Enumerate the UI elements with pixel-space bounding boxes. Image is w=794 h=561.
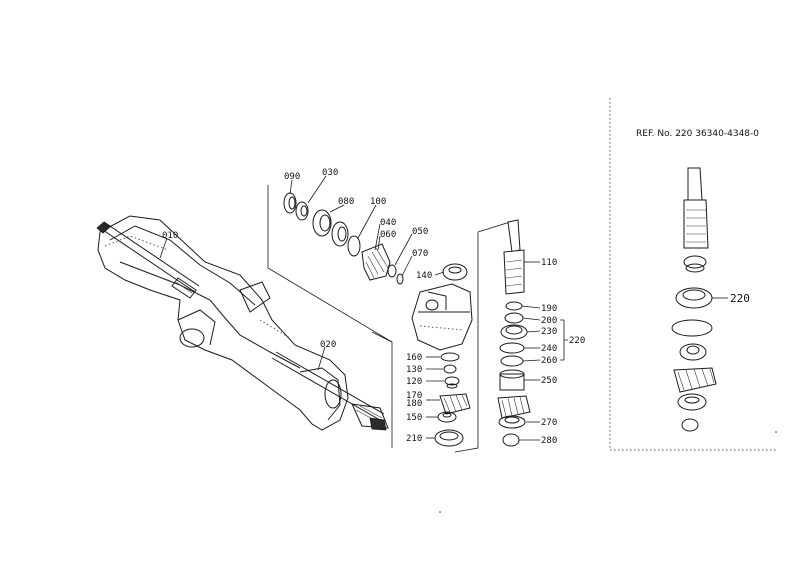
label-270: 270 <box>541 418 557 428</box>
label-010: 010 <box>162 231 178 241</box>
washer-060 <box>387 264 404 285</box>
label-260: 260 <box>541 356 557 366</box>
label-160: 160 <box>406 353 422 363</box>
label-060: 060 <box>380 230 396 240</box>
label-230: 230 <box>541 327 557 337</box>
group-bracket-center <box>454 221 511 453</box>
gear-case <box>411 283 473 351</box>
lower-stack <box>434 352 471 447</box>
label-070: 070 <box>412 249 428 259</box>
axle-shaft-020 <box>271 351 389 431</box>
label-250: 250 <box>541 376 557 386</box>
snap-ring-100 <box>347 235 361 257</box>
label-240: 240 <box>541 344 557 354</box>
label-100: 100 <box>370 197 386 207</box>
label-210: 210 <box>406 434 422 444</box>
label-080: 080 <box>338 197 354 207</box>
label-280: 280 <box>541 436 557 446</box>
axle-housing <box>97 215 349 431</box>
bevel-pinion-040 <box>361 243 391 281</box>
label-110: 110 <box>541 258 557 268</box>
label-120: 120 <box>406 377 422 387</box>
bearing-080 <box>312 209 349 247</box>
reference-panel-border <box>609 98 778 451</box>
label-030: 030 <box>322 168 338 178</box>
label-150: 150 <box>406 413 422 423</box>
label-200: 200 <box>541 316 557 326</box>
reference-assembly <box>671 167 717 432</box>
label-170: 170 <box>406 391 422 401</box>
speck <box>775 431 777 433</box>
label-180: 180 <box>406 399 422 409</box>
axle-shaft-010 <box>96 221 200 299</box>
label-050: 050 <box>412 227 428 237</box>
bracket-220 <box>560 319 568 361</box>
speck <box>439 511 441 513</box>
leader-lines <box>159 175 728 441</box>
label-140: 140 <box>416 271 432 281</box>
label-130: 130 <box>406 365 422 375</box>
group-bracket-left <box>267 185 393 448</box>
label-040: 040 <box>380 218 396 228</box>
reference-title: REF. No. 220 36340-4348-0 <box>636 129 759 139</box>
label-090: 090 <box>284 172 300 182</box>
label-020: 020 <box>320 340 336 350</box>
vertical-shaft-stack <box>497 219 531 447</box>
label-220-bracket: 220 <box>569 336 585 346</box>
reference-callout-220: 220 <box>730 292 750 305</box>
label-190: 190 <box>541 304 557 314</box>
ring-030 <box>295 201 309 221</box>
part-labels: 010 020 090 030 080 100 040 060 050 070 … <box>162 168 585 446</box>
seal-090 <box>283 192 297 214</box>
bearing-140 <box>442 263 468 281</box>
